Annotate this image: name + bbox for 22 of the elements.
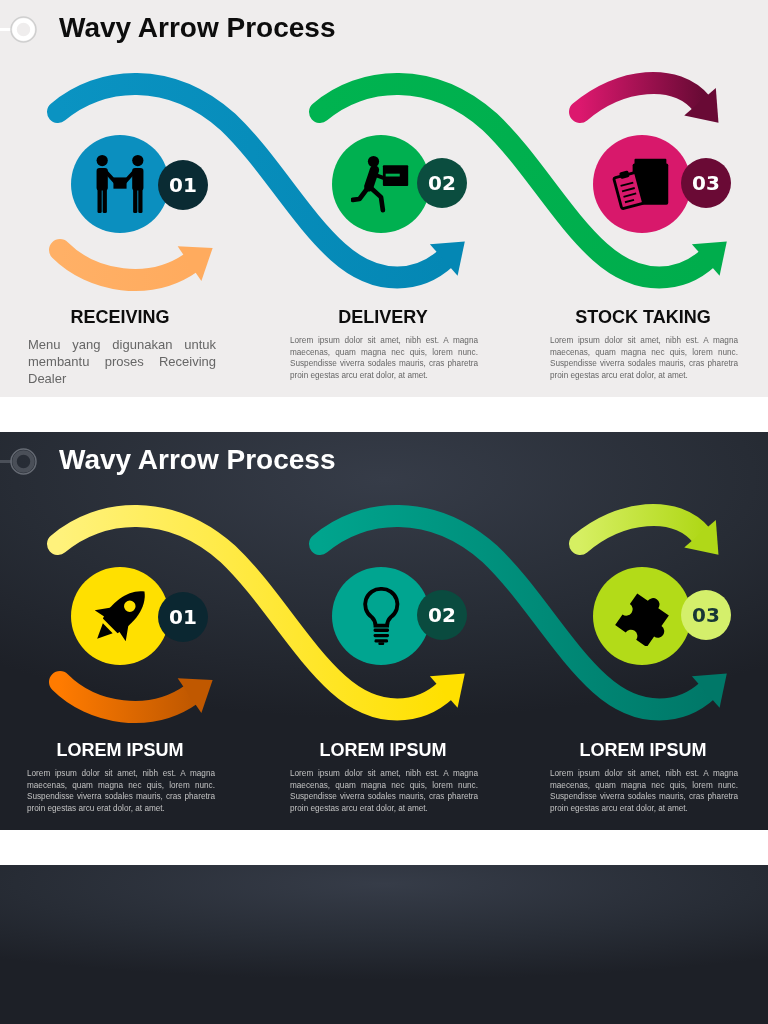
slide-title: Wavy Arrow Process <box>59 443 336 477</box>
step-number: 01 <box>158 160 208 210</box>
step-heading: LOREM IPSUM <box>55 739 185 761</box>
step-heading: DELIVERY <box>337 306 429 328</box>
step-description: Lorem ipsum dolor sit amet, nibh est. A magna maecenas, quam magna nec quis, lorem nunc. Suspendisse viverra sodales mauris, cras pharetra proin egestas arcu erat dolor, at amet. <box>27 768 215 815</box>
step-description: Lorem ipsum dolor sit amet, nibh est. A magna maecenas, quam magna nec quis, lorem nunc. Suspendisse viverra sodales mauris, cras pharetra proin egestas arcu erat dolor, at amet. <box>550 335 738 382</box>
step-number: 03 <box>681 590 731 640</box>
step-description: Lorem ipsum dolor sit amet, nibh est. A magna maecenas, quam magna nec quis, lorem nunc. Suspendisse viverra sodales mauris, cras pharetra proin egestas arcu erat dolor, at amet. <box>550 768 738 815</box>
step-number: 02 <box>417 158 467 208</box>
step-number: 03 <box>681 158 731 208</box>
step-description: Lorem ipsum dolor sit amet, nibh est. A magna maecenas, quam magna nec quis, lorem nunc. Suspendisse viverra sodales mauris, cras pharetra proin egestas arcu erat dolor, at amet. <box>290 335 478 382</box>
step-number: 01 <box>158 592 208 642</box>
step-heading: STOCK TAKING <box>574 306 712 328</box>
slide-panel <box>0 0 768 397</box>
step-description: Lorem ipsum dolor sit amet, nibh est. A magna maecenas, quam magna nec quis, lorem nunc. Suspendisse viverra sodales mauris, cras pharetra proin egestas arcu erat dolor, at amet. <box>290 768 478 815</box>
slide-panel <box>0 432 768 830</box>
step-number: 02 <box>417 590 467 640</box>
step-heading: LOREM IPSUM <box>578 739 708 761</box>
slide-title: Wavy Arrow Process <box>59 11 336 45</box>
step-heading: LOREM IPSUM <box>318 739 448 761</box>
step-heading: RECEIVING <box>69 306 171 328</box>
step-description: Menu yang digunakan untuk membantu proses Receiving Dealer <box>28 336 216 387</box>
